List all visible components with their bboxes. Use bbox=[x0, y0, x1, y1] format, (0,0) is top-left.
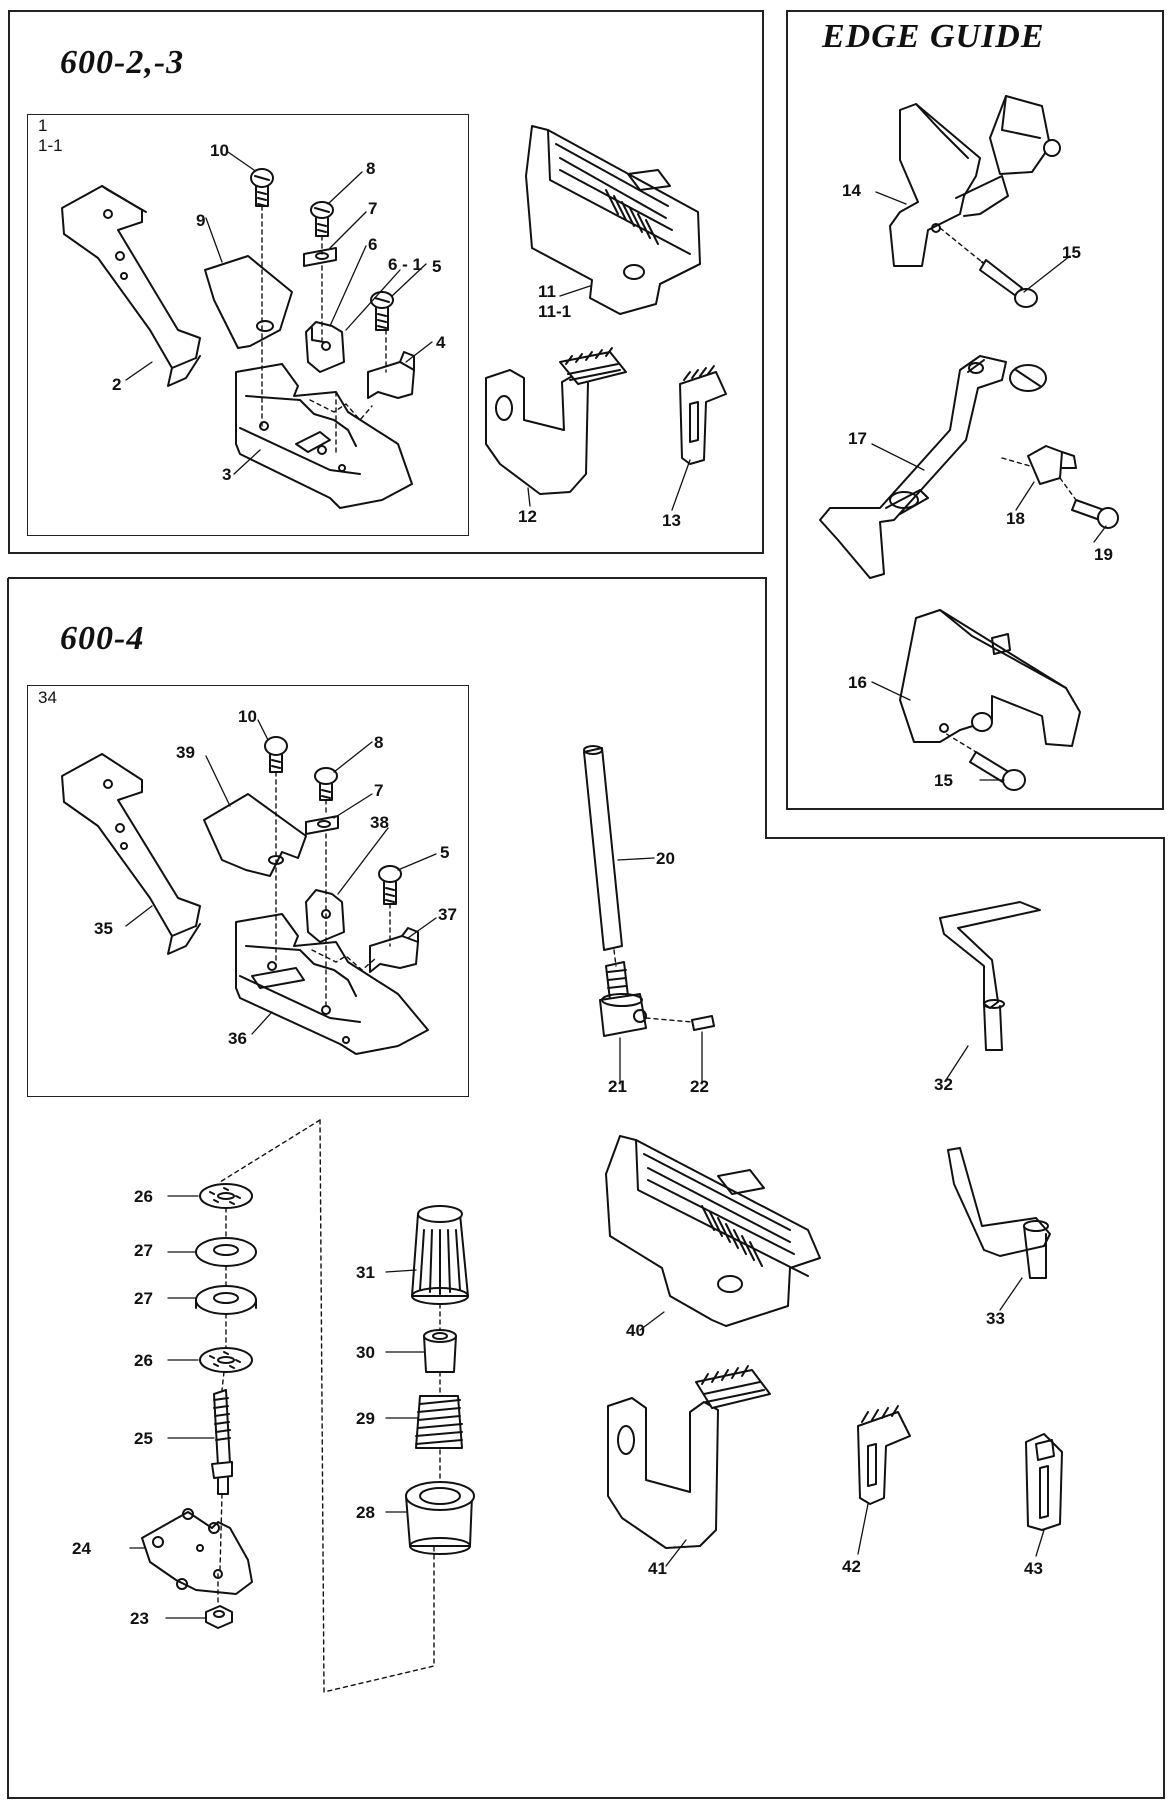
part-24-bracket bbox=[142, 1509, 252, 1594]
callout-33: 33 bbox=[986, 1309, 1005, 1328]
panel-600-2-3 bbox=[8, 10, 764, 554]
callout-29: 29 bbox=[356, 1409, 375, 1428]
title-600-2-3: 600-2,-3 bbox=[60, 44, 185, 81]
callout-17: 17 bbox=[848, 429, 867, 448]
callout-38: 38 bbox=[370, 813, 389, 832]
callout-16: 16 bbox=[848, 673, 867, 692]
part-20-needle-bar bbox=[584, 746, 622, 950]
callout-13: 13 bbox=[662, 511, 681, 530]
part-26b-disc bbox=[200, 1348, 252, 1372]
part-41-feed-dog bbox=[608, 1366, 770, 1548]
part-27a-disc bbox=[196, 1238, 256, 1266]
inner-box-600-4 bbox=[27, 685, 469, 1097]
callout-19: 19 bbox=[1094, 545, 1113, 564]
callout-20: 20 bbox=[656, 849, 675, 868]
part-32-looper bbox=[940, 902, 1040, 1050]
callout-28: 28 bbox=[356, 1503, 375, 1522]
callout-37: 37 bbox=[438, 905, 457, 924]
callout-27a: 27 bbox=[134, 1241, 153, 1260]
callout-42: 42 bbox=[842, 1557, 861, 1576]
part-31-knob bbox=[412, 1206, 468, 1304]
callout-6: 6 bbox=[368, 235, 378, 254]
callout-4: 4 bbox=[436, 333, 446, 352]
callout-7b: 7 bbox=[374, 781, 384, 800]
callout-43: 43 bbox=[1024, 1559, 1043, 1578]
callout-5b: 5 bbox=[440, 843, 450, 862]
callout-40: 40 bbox=[626, 1321, 645, 1340]
box-label-34: 34 bbox=[38, 688, 57, 707]
callout-32: 32 bbox=[934, 1075, 953, 1094]
callout-3: 3 bbox=[222, 465, 232, 484]
callout-15b: 15 bbox=[934, 771, 953, 790]
callout-7a: 7 bbox=[368, 199, 378, 218]
callout-5a: 5 bbox=[432, 257, 442, 276]
part-27b-disc bbox=[196, 1286, 256, 1314]
callout-24: 24 bbox=[72, 1539, 91, 1558]
callout-14: 14 bbox=[842, 181, 861, 200]
title-edge-guide: EDGE GUIDE bbox=[822, 18, 1045, 55]
callout-9: 9 bbox=[196, 211, 206, 230]
part-28-cup bbox=[406, 1482, 474, 1554]
callout-41: 41 bbox=[648, 1559, 667, 1578]
callout-39: 39 bbox=[176, 743, 195, 762]
callout-21: 21 bbox=[608, 1077, 627, 1096]
part-23-nut bbox=[206, 1606, 232, 1628]
part-26a-disc bbox=[200, 1184, 252, 1208]
part-30-sleeve bbox=[424, 1330, 456, 1372]
callout-30: 30 bbox=[356, 1343, 375, 1362]
part-42-feed-dog bbox=[858, 1406, 910, 1504]
callout-25: 25 bbox=[134, 1429, 153, 1448]
part-22-screw bbox=[692, 1016, 714, 1030]
callout-12: 12 bbox=[518, 507, 537, 526]
callout-8b: 8 bbox=[374, 733, 384, 752]
callout-36: 36 bbox=[228, 1029, 247, 1048]
callout-6-1: 6 - 1 bbox=[388, 255, 423, 274]
callout-15a: 15 bbox=[1062, 243, 1081, 262]
part-43-feed-dog bbox=[1026, 1434, 1062, 1530]
part-29-spring bbox=[416, 1396, 462, 1448]
callout-10b: 10 bbox=[238, 707, 257, 726]
part-25-stud bbox=[212, 1390, 232, 1494]
callout-26b: 26 bbox=[134, 1351, 153, 1370]
callout-11: 11 11-1 bbox=[538, 282, 572, 321]
callout-26a: 26 bbox=[134, 1187, 153, 1206]
box-label-1: 1 1-1 bbox=[38, 116, 63, 155]
part-40-needle-plate bbox=[606, 1136, 820, 1326]
callout-31: 31 bbox=[356, 1263, 375, 1282]
callout-8a: 8 bbox=[366, 159, 376, 178]
callout-27b: 27 bbox=[134, 1289, 153, 1308]
part-33-looper bbox=[948, 1148, 1050, 1278]
callout-23: 23 bbox=[130, 1609, 149, 1628]
panel-edge-guide bbox=[786, 10, 1164, 810]
title-600-4: 600-4 bbox=[60, 620, 145, 657]
callout-22: 22 bbox=[690, 1077, 709, 1096]
callout-18: 18 bbox=[1006, 509, 1025, 528]
callout-10a: 10 bbox=[210, 141, 229, 160]
callout-2: 2 bbox=[112, 375, 122, 394]
part-21-needle-clamp bbox=[600, 962, 646, 1036]
inner-box-600-2-3 bbox=[27, 114, 469, 536]
callout-35: 35 bbox=[94, 919, 113, 938]
